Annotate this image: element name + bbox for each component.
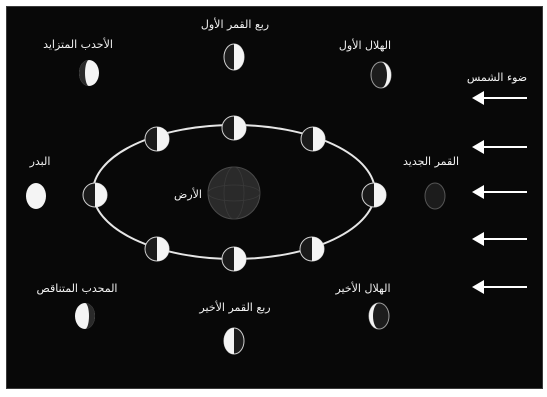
orbit-moon — [222, 247, 246, 271]
sunlight-label: ضوء الشمس — [467, 72, 527, 83]
orbit-moon — [83, 183, 107, 207]
waxing-crescent-label: الهلال الأول — [339, 40, 391, 51]
orbit-moon — [222, 116, 246, 140]
orbit-moon — [145, 127, 169, 151]
last-quarter-icon — [224, 328, 244, 354]
waxing-crescent-icon — [371, 62, 391, 88]
sunlight-arrow — [472, 185, 527, 199]
full-moon-label: البدر — [30, 156, 51, 167]
full-moon-icon — [26, 183, 46, 209]
waning-crescent-label: الهلال الأخير — [335, 283, 390, 294]
new-moon-label: القمر الجديد — [403, 156, 459, 167]
last-quarter-label: ربع القمر الأخير — [199, 302, 270, 313]
waxing-gibbous-icon — [79, 60, 99, 86]
orbit-moon — [145, 237, 169, 261]
orbit-moon — [301, 127, 325, 151]
new-moon-icon — [425, 183, 445, 209]
orbit-moon — [300, 237, 324, 261]
waning-gibbous-icon — [75, 303, 95, 329]
sunlight-arrow — [472, 232, 527, 246]
first-quarter-label: ربع القمر الأول — [201, 19, 269, 30]
first-quarter-icon — [224, 44, 244, 70]
earth — [208, 167, 260, 219]
waning-crescent-icon — [369, 303, 389, 329]
sunlight-arrow — [472, 91, 527, 105]
sunlight-arrow — [472, 140, 527, 154]
sunlight-arrow — [472, 280, 527, 294]
earth-label: الأرض — [174, 189, 202, 200]
orbit-moon — [362, 183, 386, 207]
waxing-gibbous-label: الأحدب المتزايد — [43, 39, 113, 50]
waning-gibbous-label: المحدب المتناقص — [37, 283, 118, 294]
